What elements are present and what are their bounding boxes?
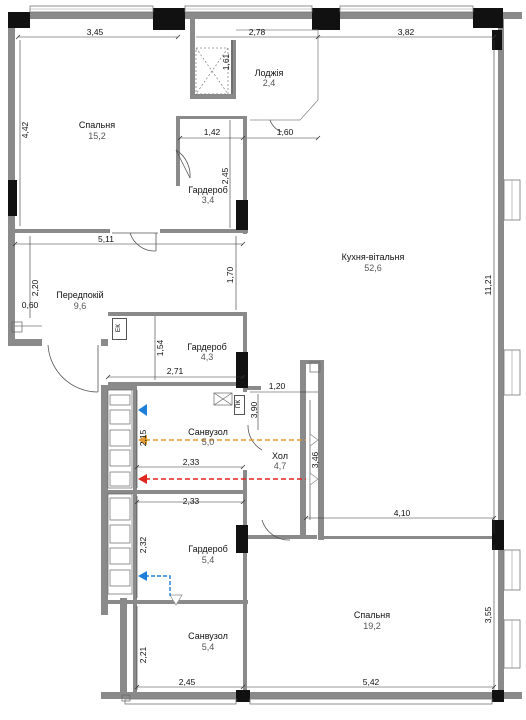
utility-arrowheads [138,404,147,581]
room-name-loggia: Лоджія [254,68,284,78]
dim-label: 3,46 [310,451,320,469]
ek-tag-box [112,318,127,340]
room-area-bedroom-top: 15,2 [88,131,106,141]
dimension-lines [15,36,495,690]
fixtures [11,321,321,702]
dim-label: 5,11 [98,234,114,244]
room-area-wardrobe-2: 4,3 [200,352,214,362]
dim-label: 2,45 [178,677,196,687]
pk-tag: ПК [235,399,242,409]
room-name-wardrobe-3: Гардероб [188,544,228,554]
room-area-loggia: 2,4 [262,78,276,88]
dim-label: 3,55 [483,606,493,624]
room-area-wardrobe-3: 5,4 [201,555,215,565]
dim-label: 3,82 [397,27,415,37]
dim-label: 2,78 [248,27,266,37]
dim-label: 2,71 [166,366,184,376]
vent-triangles [169,433,319,606]
room-name-hallway-entry: Передпокій [56,290,104,300]
dim-label: 2,45 [220,167,230,185]
dim-label: 2,21 [138,646,148,664]
outer-walls [8,12,522,699]
pk-tag-box [234,395,245,415]
dim-label: 2,20 [30,279,40,297]
dim-label: 1,60 [276,127,294,137]
dim-label: 1,70 [225,266,235,284]
room-area-hallway-entry: 9,6 [73,301,87,311]
dim-label: 1,61 [221,53,231,71]
dim-label: 4,10 [393,508,411,518]
dim-label: 1,20 [268,381,286,391]
room-area-wardrobe-1: 3,4 [201,195,215,205]
dim-label: 3,90 [249,401,259,419]
dim-label: 2,33 [182,457,200,467]
columns [8,8,504,702]
dim-label: 2,32 [138,536,148,554]
ek-tag: ЕК [115,323,122,333]
room-area-hall: 4,7 [273,461,287,471]
dim-label: 4,42 [20,121,30,139]
dim-label: 11,21 [483,274,493,296]
room-name-bathroom-2: Санвузол [188,631,228,641]
utility-lines [145,439,306,596]
dim-label: 3,45 [86,27,104,37]
room-name-bedroom-top: Спальня [78,120,116,130]
dim-label: 5,42 [362,677,380,687]
dim-label: 1,54 [155,339,165,357]
room-name-kitchen: Кухня-вітальня [341,252,405,262]
room-name-bedroom-bottom: Спальня [353,610,391,620]
dim-label: 2,33 [182,496,200,506]
room-area-bathroom-1: 5,0 [201,437,215,447]
dimension-ticks [12,34,497,690]
room-area-bedroom-bottom: 19,2 [363,621,381,631]
room-name-bathroom-1: Санвузол [188,427,228,437]
room-area-kitchen: 52,6 [364,263,382,273]
room-name-wardrobe-2: Гардероб [187,342,227,352]
dim-label: 2,15 [138,429,148,447]
room-name-hall: Хол [272,451,288,461]
room-name-wardrobe-1: Гардероб [188,185,228,195]
loggia-railing [195,29,319,121]
window-glazing [30,8,513,668]
dim-label: 1,42 [203,127,221,137]
room-area-bathroom-2: 5,4 [201,642,215,652]
dim-label: 0,60 [21,300,39,310]
doors [47,119,291,541]
